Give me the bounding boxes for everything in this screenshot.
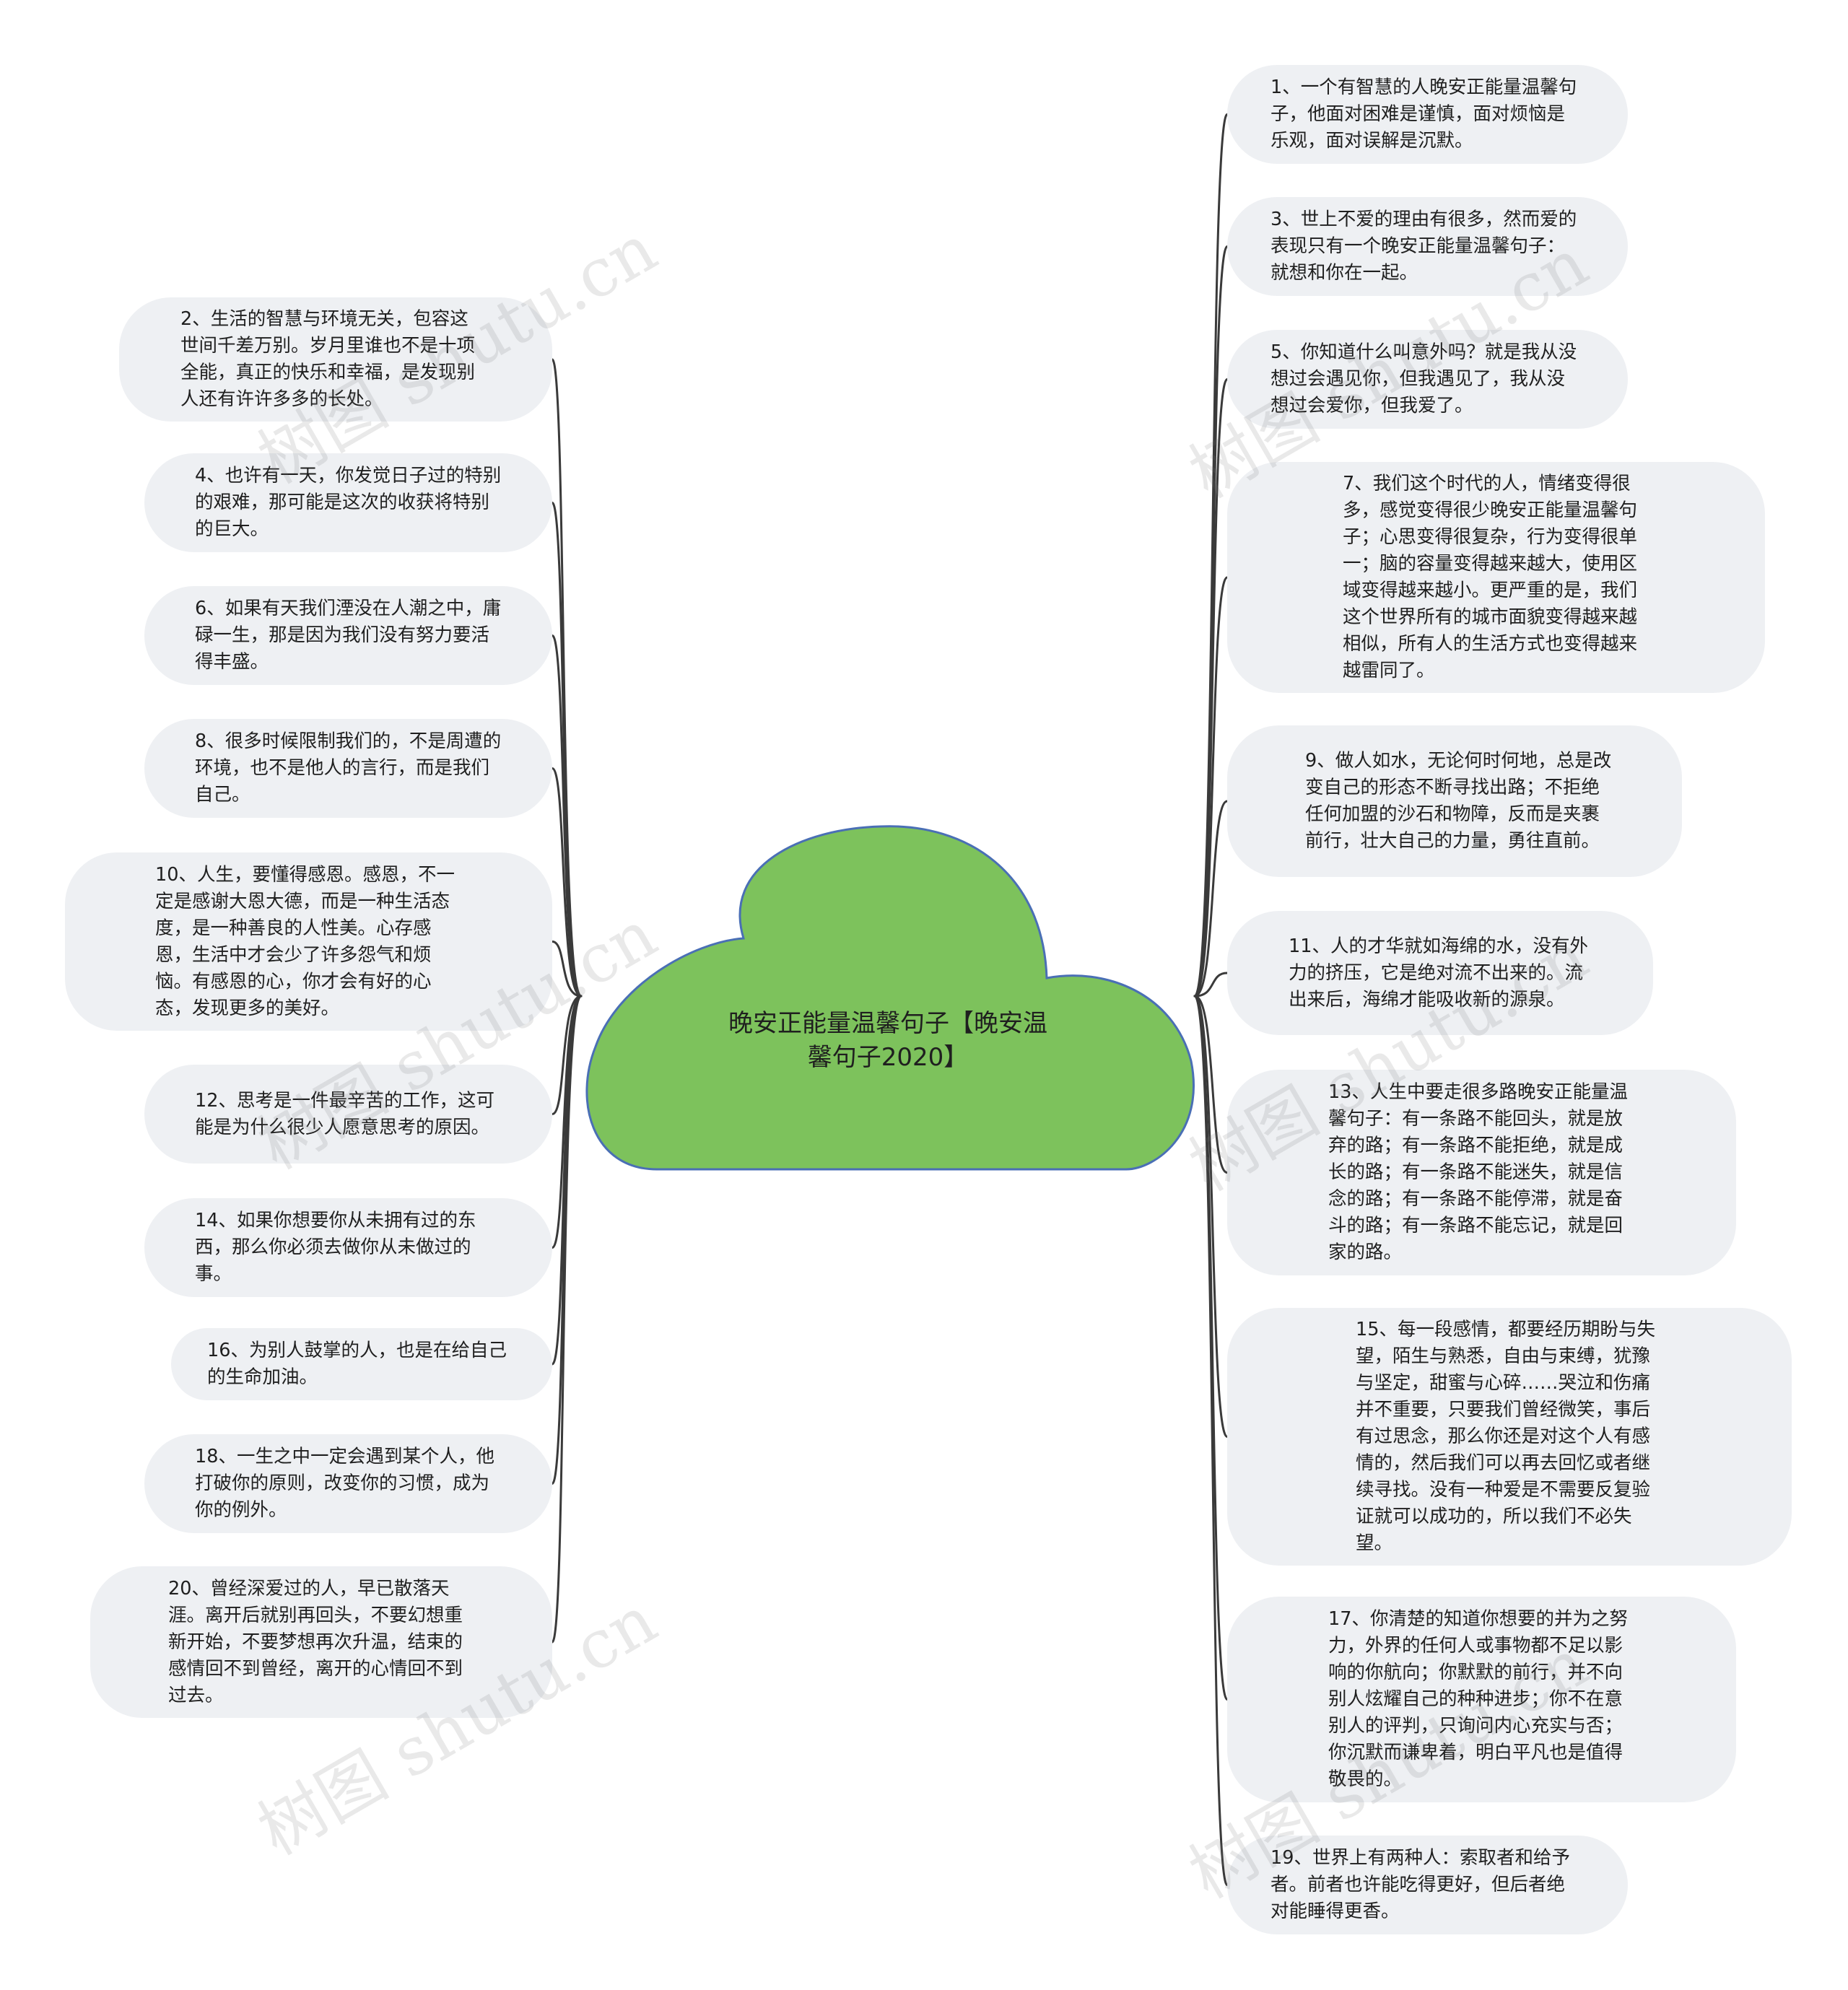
connector-left-n12 (551, 995, 583, 1115)
topic-node-text: 11、人的才华就如海绵的水，没有外力的挤压，它是绝对流不出来的。流出来后，海绵才… (1289, 935, 1588, 1011)
topic-node-text: 20、曾经深爱过的人，早已散落天涯。离开后就别再回头，不要幻想重新开始，不要梦想… (168, 1577, 463, 1706)
topic-node-n19[interactable]: 19、世界上有两种人：索取者和给予者。前者也许能吃得更好，但后者绝对能睡得更香。 (1227, 1836, 1628, 1934)
topic-node-n20[interactable]: 20、曾经深爱过的人，早已散落天涯。离开后就别再回头，不要幻想重新开始，不要梦想… (90, 1566, 552, 1718)
topic-node-n9[interactable]: 9、做人如水，无论何时何地，总是改变自己的形态不断寻找出路；不拒绝任何加盟的沙石… (1227, 725, 1682, 877)
topic-node-n16[interactable]: 16、为别人鼓掌的人，也是在给自己的生命加油。 (171, 1328, 552, 1400)
topic-node-text: 7、我们这个时代的人，情绪变得很多，感觉变得很少晚安正能量温馨句子；心思变得很复… (1343, 473, 1638, 681)
topic-node-n5[interactable]: 5、你知道什么叫意外吗？就是我从没想过会遇见你，但我遇见了，我从没想过会爱你，但… (1227, 330, 1628, 429)
topic-node-text: 13、人生中要走很多路晚安正能量温馨句子：有一条路不能回头，就是放弃的路；有一条… (1328, 1081, 1628, 1263)
connector-left-n8 (551, 767, 583, 998)
topic-node-n4[interactable]: 4、也许有一天，你发觉日子过的特别的艰难，那可能是这次的收获将特别的巨大。 (144, 453, 552, 552)
topic-node-n6[interactable]: 6、如果有天我们湮没在人潮之中，庸碌一生，那是因为我们没有努力要活得丰盛。 (144, 586, 552, 685)
topic-node-n11[interactable]: 11、人的才华就如海绵的水，没有外力的挤压，它是绝对流不出来的。流出来后，海绵才… (1227, 911, 1653, 1035)
topic-node-text: 9、做人如水，无论何时何地，总是改变自己的形态不断寻找出路；不拒绝任何加盟的沙石… (1305, 750, 1612, 852)
topic-node-text: 1、一个有智慧的人晚安正能量温馨句子，他面对困难是谨慎，面对烦恼是乐观，面对误解… (1270, 77, 1577, 152)
topic-node-n1[interactable]: 1、一个有智慧的人晚安正能量温馨句子，他面对困难是谨慎，面对烦恼是乐观，面对误解… (1227, 65, 1628, 164)
branch-connectors (551, 113, 1229, 1886)
connector-left-n4 (551, 502, 583, 998)
connector-right-n9 (1193, 800, 1229, 998)
central-topic-cloud (585, 825, 1195, 1171)
connector-right-n15 (1193, 995, 1229, 1438)
connector-right-n11 (1193, 972, 1229, 998)
topic-node-text: 3、世上不爱的理由有很多，然而爱的表现只有一个晚安正能量温馨句子：就想和你在一起… (1270, 209, 1577, 284)
topic-node-n15[interactable]: 15、每一段感情，都要经历期盼与失望，陌生与熟悉，自由与束缚，犹豫与坚定，甜蜜与… (1227, 1308, 1792, 1566)
topic-node-n18[interactable]: 18、一生之中一定会遇到某个人，他打破你的原则，改变你的习惯，成为你的例外。 (144, 1434, 552, 1533)
topic-node-text: 10、人生，要懂得感恩。感恩，不一定是感谢大恩大德，而是一种生活态度，是一种善良… (155, 863, 455, 1019)
topic-node-text: 14、如果你想要你从未拥有过的东西，那么你必须去做你从未做过的事。 (195, 1210, 476, 1285)
topic-node-text: 8、很多时候限制我们的，不是周遭的环境，也不是他人的言行，而是我们自己。 (195, 730, 502, 806)
connector-left-n10 (551, 941, 583, 998)
connector-right-n5 (1193, 378, 1229, 998)
topic-node-n13[interactable]: 13、人生中要走很多路晚安正能量温馨句子：有一条路不能回头，就是放弃的路；有一条… (1227, 1070, 1736, 1275)
topic-node-text: 15、每一段感情，都要经历期盼与失望，陌生与熟悉，自由与束缚，犹豫与坚定，甜蜜与… (1356, 1319, 1655, 1554)
topic-node-n2[interactable]: 2、生活的智慧与环境无关，包容这世间千差万别。岁月里谁也不是十项全能，真正的快乐… (119, 297, 552, 422)
connector-right-n19 (1193, 995, 1229, 1886)
topic-node-text: 17、你清楚的知道你想要的并为之努力，外界的任何人或事物都不足以影响的你航向；你… (1328, 1608, 1628, 1790)
topic-node-n7[interactable]: 7、我们这个时代的人，情绪变得很多，感觉变得很少晚安正能量温馨句子；心思变得很复… (1227, 462, 1765, 693)
topic-node-text: 12、思考是一件最辛苦的工作，这可能是为什么很少人愿意思考的原因。 (195, 1089, 494, 1138)
topic-node-n17[interactable]: 17、你清楚的知道你想要的并为之努力，外界的任何人或事物都不足以影响的你航向；你… (1227, 1597, 1736, 1802)
topic-node-text: 16、为别人鼓掌的人，也是在给自己的生命加油。 (207, 1340, 507, 1388)
topic-node-n12[interactable]: 12、思考是一件最辛苦的工作，这可能是为什么很少人愿意思考的原因。 (144, 1065, 552, 1164)
connector-left-n20 (551, 995, 583, 1644)
connector-right-n1 (1193, 113, 1229, 998)
connector-left-n6 (551, 634, 583, 998)
connector-right-n13 (1193, 995, 1229, 1174)
connector-right-n7 (1193, 576, 1229, 998)
topic-node-n10[interactable]: 10、人生，要懂得感恩。感恩，不一定是感谢大恩大德，而是一种生活态度，是一种善良… (65, 852, 552, 1031)
topic-node-n3[interactable]: 3、世上不爱的理由有很多，然而爱的表现只有一个晚安正能量温馨句子：就想和你在一起… (1227, 197, 1628, 296)
topic-node-text: 6、如果有天我们湮没在人潮之中，庸碌一生，那是因为我们没有努力要活得丰盛。 (195, 598, 502, 673)
central-topic-title: 晚安正能量温馨句子【晚安温馨句子2020】 (728, 1009, 1047, 1072)
topic-node-text: 18、一生之中一定会遇到某个人，他打破你的原则，改变你的习惯，成为你的例外。 (195, 1446, 494, 1521)
topic-node-text: 19、世界上有两种人：索取者和给予者。前者也许能吃得更好，但后者绝对能睡得更香。 (1270, 1847, 1570, 1922)
topic-node-n8[interactable]: 8、很多时候限制我们的，不是周遭的环境，也不是他人的言行，而是我们自己。 (144, 719, 552, 818)
topic-node-text: 2、生活的智慧与环境无关，包容这世间千差万别。岁月里谁也不是十项全能，真正的快乐… (180, 308, 476, 410)
topic-node-n14[interactable]: 14、如果你想要你从未拥有过的东西，那么你必须去做你从未做过的事。 (144, 1198, 552, 1297)
topic-node-text: 5、你知道什么叫意外吗？就是我从没想过会遇见你，但我遇见了，我从没想过会爱你，但… (1270, 341, 1577, 416)
topic-node-text: 4、也许有一天，你发觉日子过的特别的艰难，那可能是这次的收获将特别的巨大。 (195, 465, 502, 540)
